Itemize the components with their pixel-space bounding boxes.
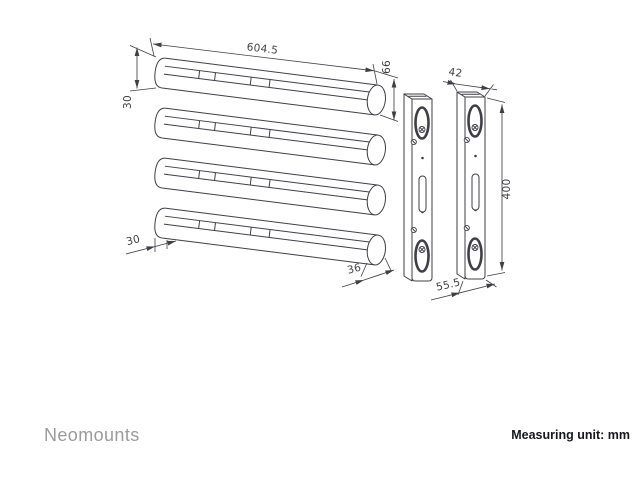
rail-end-depth-label: 36 [346, 262, 362, 277]
dimension-rail-end-height: 66 [374, 60, 399, 122]
rail-end-height-label: 66 [381, 60, 393, 74]
bracket-width-label: 42 [448, 66, 464, 80]
rail-group [152, 56, 388, 267]
rail-bar-2 [152, 106, 388, 167]
measuring-unit-note: Measuring unit: mm [511, 428, 630, 442]
wall-bracket-left [402, 92, 434, 283]
rail-bar-3 [152, 156, 388, 217]
brand-logo-text: Neomounts [44, 425, 140, 445]
wall-bracket-right [455, 90, 487, 281]
dimension-bracket-width: 42 [442, 66, 498, 97]
dimension-rail-spacing: 30 [122, 45, 157, 109]
rail-bottom-offset-label: 30 [125, 233, 141, 248]
dimension-rail-end-depth: 36 [341, 257, 395, 288]
rail-bar-1 [152, 56, 388, 117]
rail-length-label: 604.5 [246, 41, 279, 57]
dimension-bracket-depth: 55.5 [430, 276, 497, 301]
bracket-height-label: 400 [501, 179, 513, 200]
dimension-bracket-height: 400 [486, 97, 513, 277]
dimension-rail-bottom-offset: 30 [125, 233, 177, 255]
dimension-rail-length: 604.5 [149, 37, 378, 85]
rail-bar-4 [152, 206, 388, 267]
rail-spacing-label: 30 [122, 95, 134, 109]
bracket-group [402, 90, 487, 283]
bracket-depth-label: 55.5 [435, 276, 462, 293]
